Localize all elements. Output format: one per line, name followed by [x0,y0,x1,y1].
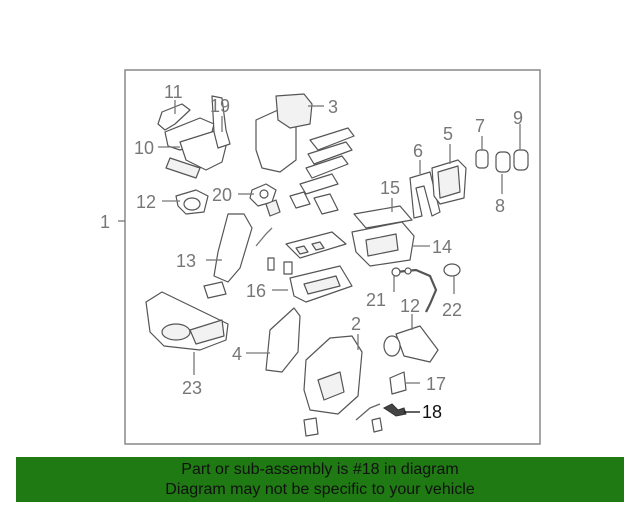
callout-13: 13 [176,251,196,271]
part-clip-a [267,257,275,271]
part-5-heater-core [431,159,467,205]
callout-8: 8 [495,196,505,216]
part-22-sensor [443,263,461,277]
callout-1: 1 [100,212,110,232]
banner-line-part: Part or sub-assembly is #18 in diagram [181,461,459,478]
callout-12a: 12 [136,192,156,212]
part-23-housing [145,291,229,351]
callout-4: 4 [232,344,242,364]
callout-11: 11 [164,82,183,102]
part-18-highlighted[interactable] [355,403,407,433]
callout-22: 22 [442,300,462,320]
callout-2: 2 [351,314,361,334]
part-4-panel [265,307,301,373]
callout-19: 19 [210,96,230,116]
part-12-actuator-right [383,325,439,363]
parts-diagram: 1 11 10 19 12 20 3 13 [100,69,541,445]
part-8-seal [495,151,511,173]
callout-12b: 12 [400,296,420,316]
callout-20: 20 [212,185,232,205]
part-19-bracket [211,95,231,149]
callout-23: 23 [182,378,202,398]
part-17-clip [389,371,407,395]
part-3-upper-case [255,93,355,217]
callout-9: 9 [513,108,523,128]
part-21-pipe [391,267,438,313]
callout-10: 10 [134,138,154,158]
banner-line-disclaimer: Diagram may not be specific to your vehi… [165,481,475,498]
callout-17: 17 [426,374,446,394]
callout-7: 7 [475,116,485,136]
callout-21: 21 [366,290,386,310]
callout-6: 6 [413,141,423,161]
part-13-duct [203,213,273,299]
part-clip-b [283,261,293,275]
callout-15: 15 [380,178,400,198]
callout-14: 14 [432,237,452,257]
info-banner: Part or sub-assembly is #18 in diagram D… [16,457,624,502]
part-14-heater-case [351,221,415,267]
callout-16: 16 [246,281,266,301]
part-9-grommet [513,149,529,171]
callout-18: 18 [422,402,442,422]
part-7-grommet [475,149,489,169]
part-16-case [285,231,353,303]
part-2-main-case [303,335,363,437]
callout-5: 5 [443,124,453,144]
callout-3: 3 [328,97,338,117]
